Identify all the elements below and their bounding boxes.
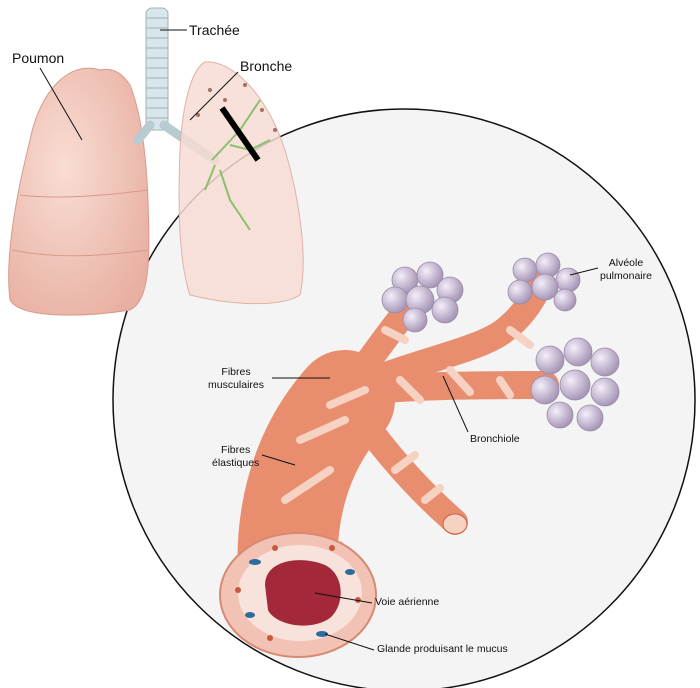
label-glande: Glande produisant le mucus (377, 643, 508, 655)
label-trachee: Trachée (189, 22, 240, 38)
label-voie-aerienne: Voie aérienne (375, 596, 440, 608)
label-line: Alvéole (608, 257, 644, 269)
label-fibres-musculaires: Fibres musculaires (208, 366, 264, 392)
label-alveole: Alvéole pulmonaire (600, 257, 652, 283)
lung-lobe-lines (11, 189, 149, 257)
label-line: Fibres (221, 444, 251, 456)
right-lung (178, 61, 304, 305)
label-line: élastiques (212, 457, 260, 470)
section-marker (219, 106, 261, 162)
left-lung (8, 67, 150, 316)
label-bronchiole: Bronchiole (470, 433, 520, 445)
alveoli-cluster-3 (530, 337, 620, 432)
alveoli-cluster-1 (381, 261, 464, 333)
label-fibres-elastiques: Fibres élastiques (212, 444, 259, 470)
label-poumon: Poumon (12, 50, 65, 66)
leader-lines (39, 29, 599, 651)
label-line: Fibres (221, 366, 251, 378)
airway-cross-section (219, 532, 377, 658)
label-line: pulmonaire (600, 270, 652, 283)
label-bronche: Bronche (240, 58, 293, 74)
alveoli-dots (196, 83, 277, 132)
bronchiole-end (442, 513, 468, 535)
mucus-glands (245, 559, 355, 637)
label-line: musculaires (208, 379, 265, 392)
